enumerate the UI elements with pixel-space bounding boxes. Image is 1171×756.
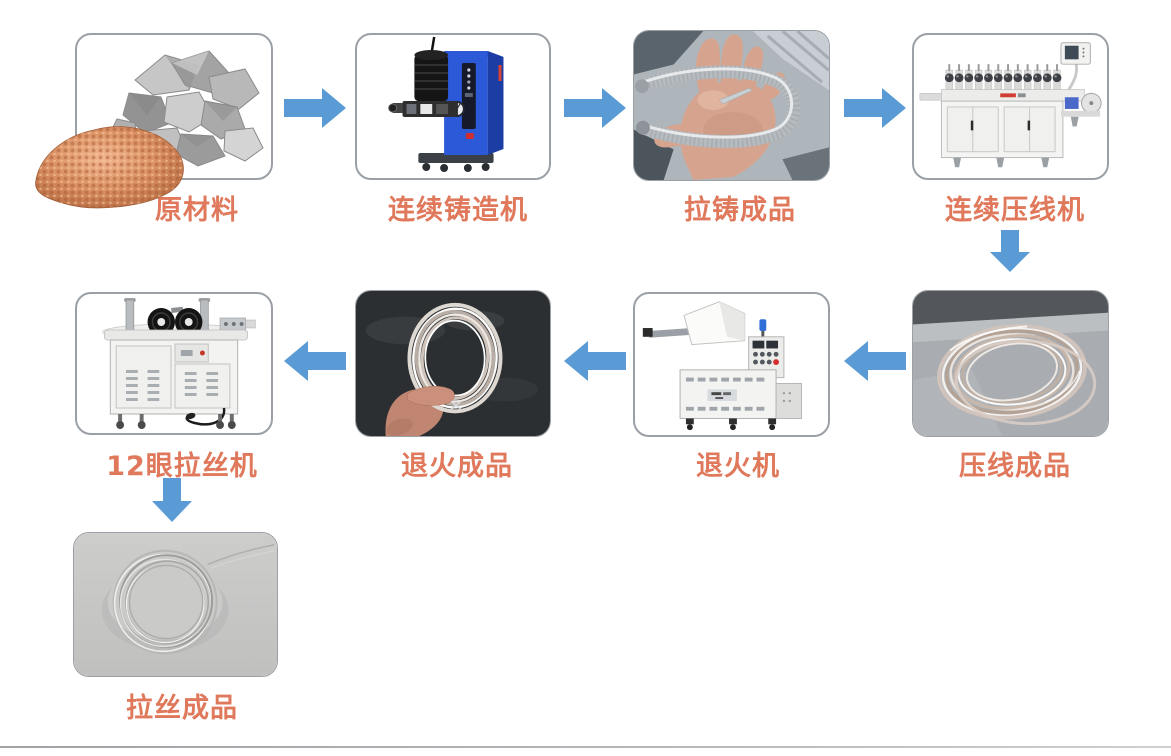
annealing-machine-label: 退火机 [696,451,780,482]
flow-arrow-right-2-icon [564,88,626,128]
cast-product-panel [633,30,830,181]
raw-materials-label: 原材料 [155,195,239,226]
fine-wire-coil-image [74,533,277,676]
annealing-machine-panel [633,292,830,437]
flow-arrow-left-1-icon [844,341,906,381]
pressing-machine-label: 连续压线机 [945,195,1085,226]
wire-pressing-machine-image [919,42,1102,168]
pressed-wire-coil-image [913,291,1108,436]
continuous-casting-machine-panel [355,33,551,180]
flow-arrow-left-3-icon [284,341,346,381]
blue-casting-machine-image [388,36,504,172]
hand-with-cast-rod-image [634,31,829,180]
drawing-machine-label: 12眼拉丝机 [106,451,258,482]
twelve-die-drawing-machine-panel [75,292,273,435]
pressed-wire-product-panel [912,290,1109,437]
flow-arrow-right-3-icon [844,88,906,128]
drawn-wire-product-panel [73,532,278,677]
silver-metal-chunks-image [110,50,264,167]
flow-arrow-down-1-icon [990,230,1030,272]
casting-machine-label: 连续铸造机 [388,195,528,226]
drawn-product-label: 拉丝成品 [126,693,238,724]
copper-granules-pile [28,106,196,214]
raw-materials-panel [75,33,273,180]
continuous-pressing-machine-panel [912,33,1109,180]
annealed-product-panel [355,290,551,437]
copper-granules-image [35,126,184,209]
flow-arrow-right-1-icon [284,88,346,128]
bottom-divider-line [0,746,1171,748]
flow-arrow-left-2-icon [564,341,626,381]
annealed-product-label: 退火成品 [401,451,513,482]
cast-product-label: 拉铸成品 [684,195,796,226]
annealed-wire-coil-image [356,291,550,436]
pressed-product-label: 压线成品 [959,451,1071,482]
flow-arrow-down-2-icon [152,478,192,522]
annealing-machine-image [642,301,803,431]
wire-drawing-machine-image [102,298,256,429]
